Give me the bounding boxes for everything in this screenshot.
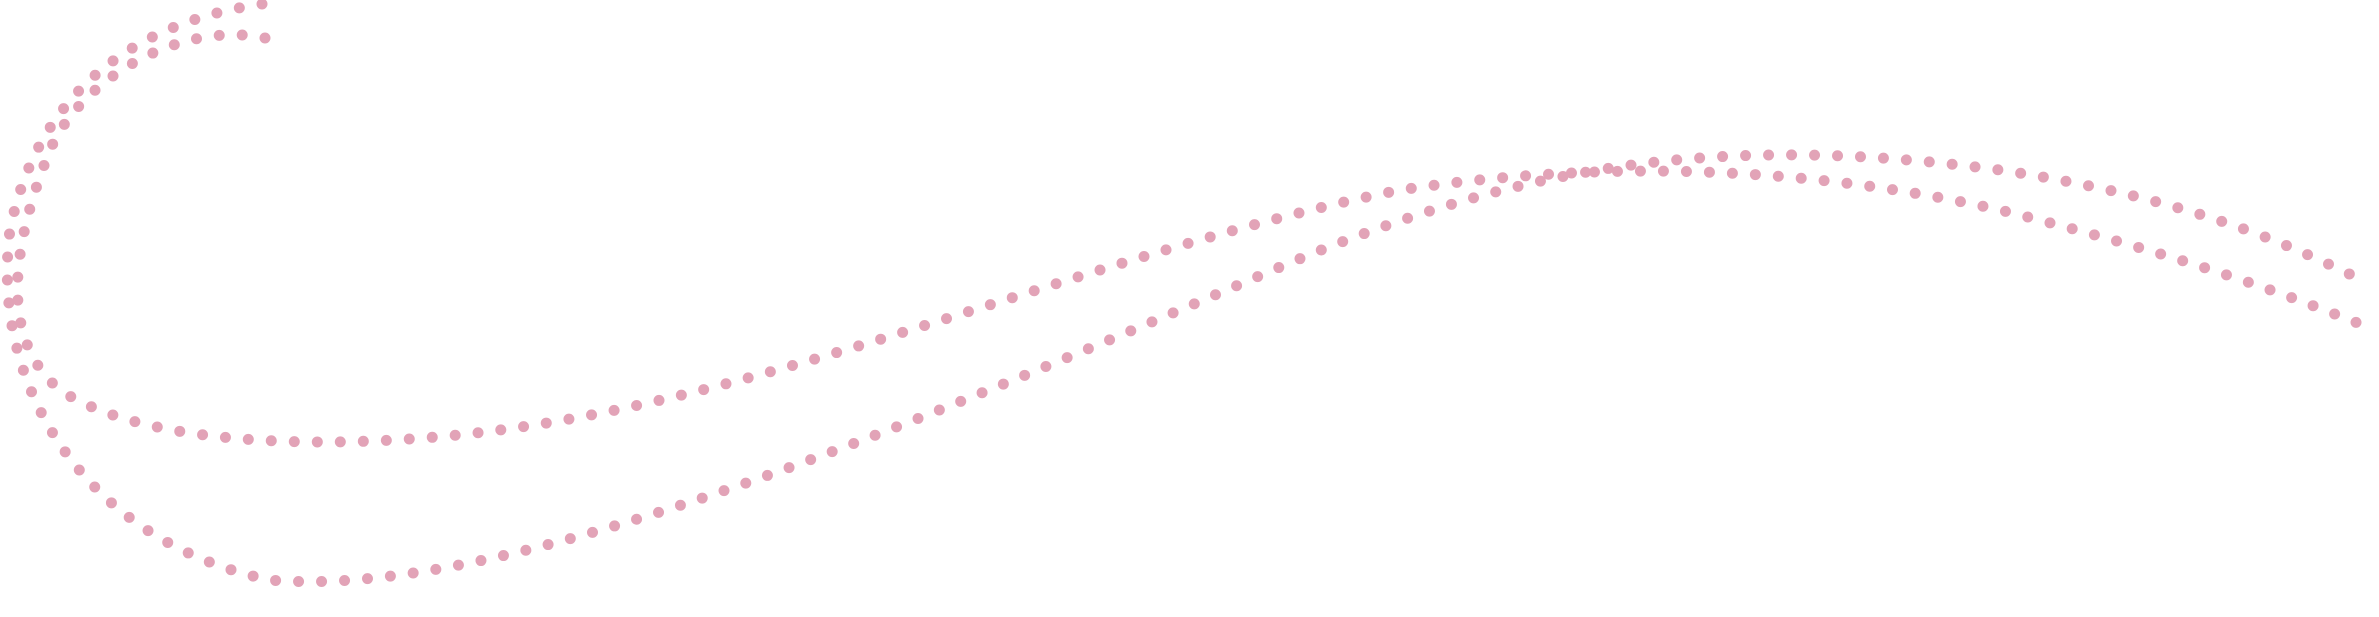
dotted-line-outer	[1, 0, 2374, 588]
dotted-line-inner	[12, 29, 2379, 448]
